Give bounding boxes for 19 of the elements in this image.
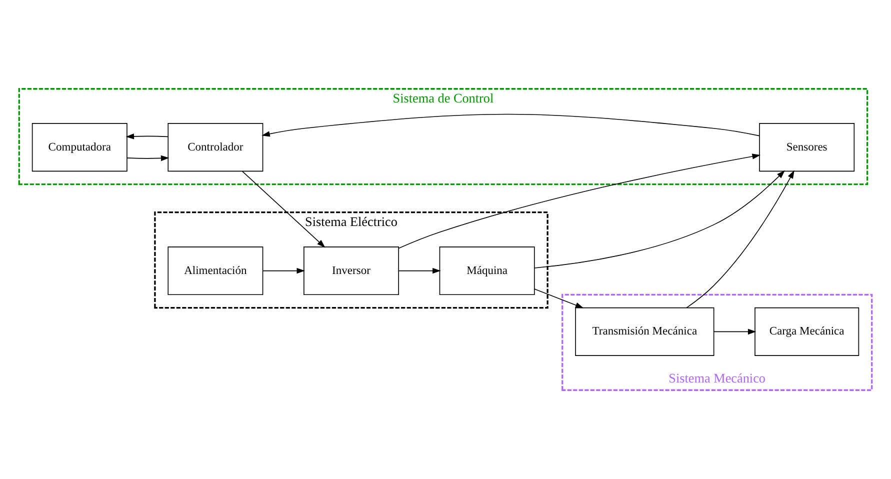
arrow [262, 114, 760, 137]
node-box: Carga Mecánica [754, 307, 860, 356]
arrow [126, 134, 168, 140]
node-box: Computadora [32, 123, 128, 172]
arrow [534, 170, 785, 268]
arrow [242, 171, 326, 248]
arrow [534, 288, 584, 308]
arrow [686, 170, 794, 308]
arrow [398, 268, 441, 274]
node-box: Alimentación [168, 246, 264, 296]
arrow [398, 154, 760, 249]
arrow [126, 155, 170, 162]
node-box: Sensores [759, 123, 855, 172]
arrow [714, 328, 756, 335]
node-box: Transmisión Mecánica [575, 307, 714, 356]
arrow [262, 268, 305, 274]
node-box: Controlador [168, 123, 264, 172]
node-box: Inversor [304, 246, 399, 296]
node-box: Máquina [439, 246, 535, 296]
